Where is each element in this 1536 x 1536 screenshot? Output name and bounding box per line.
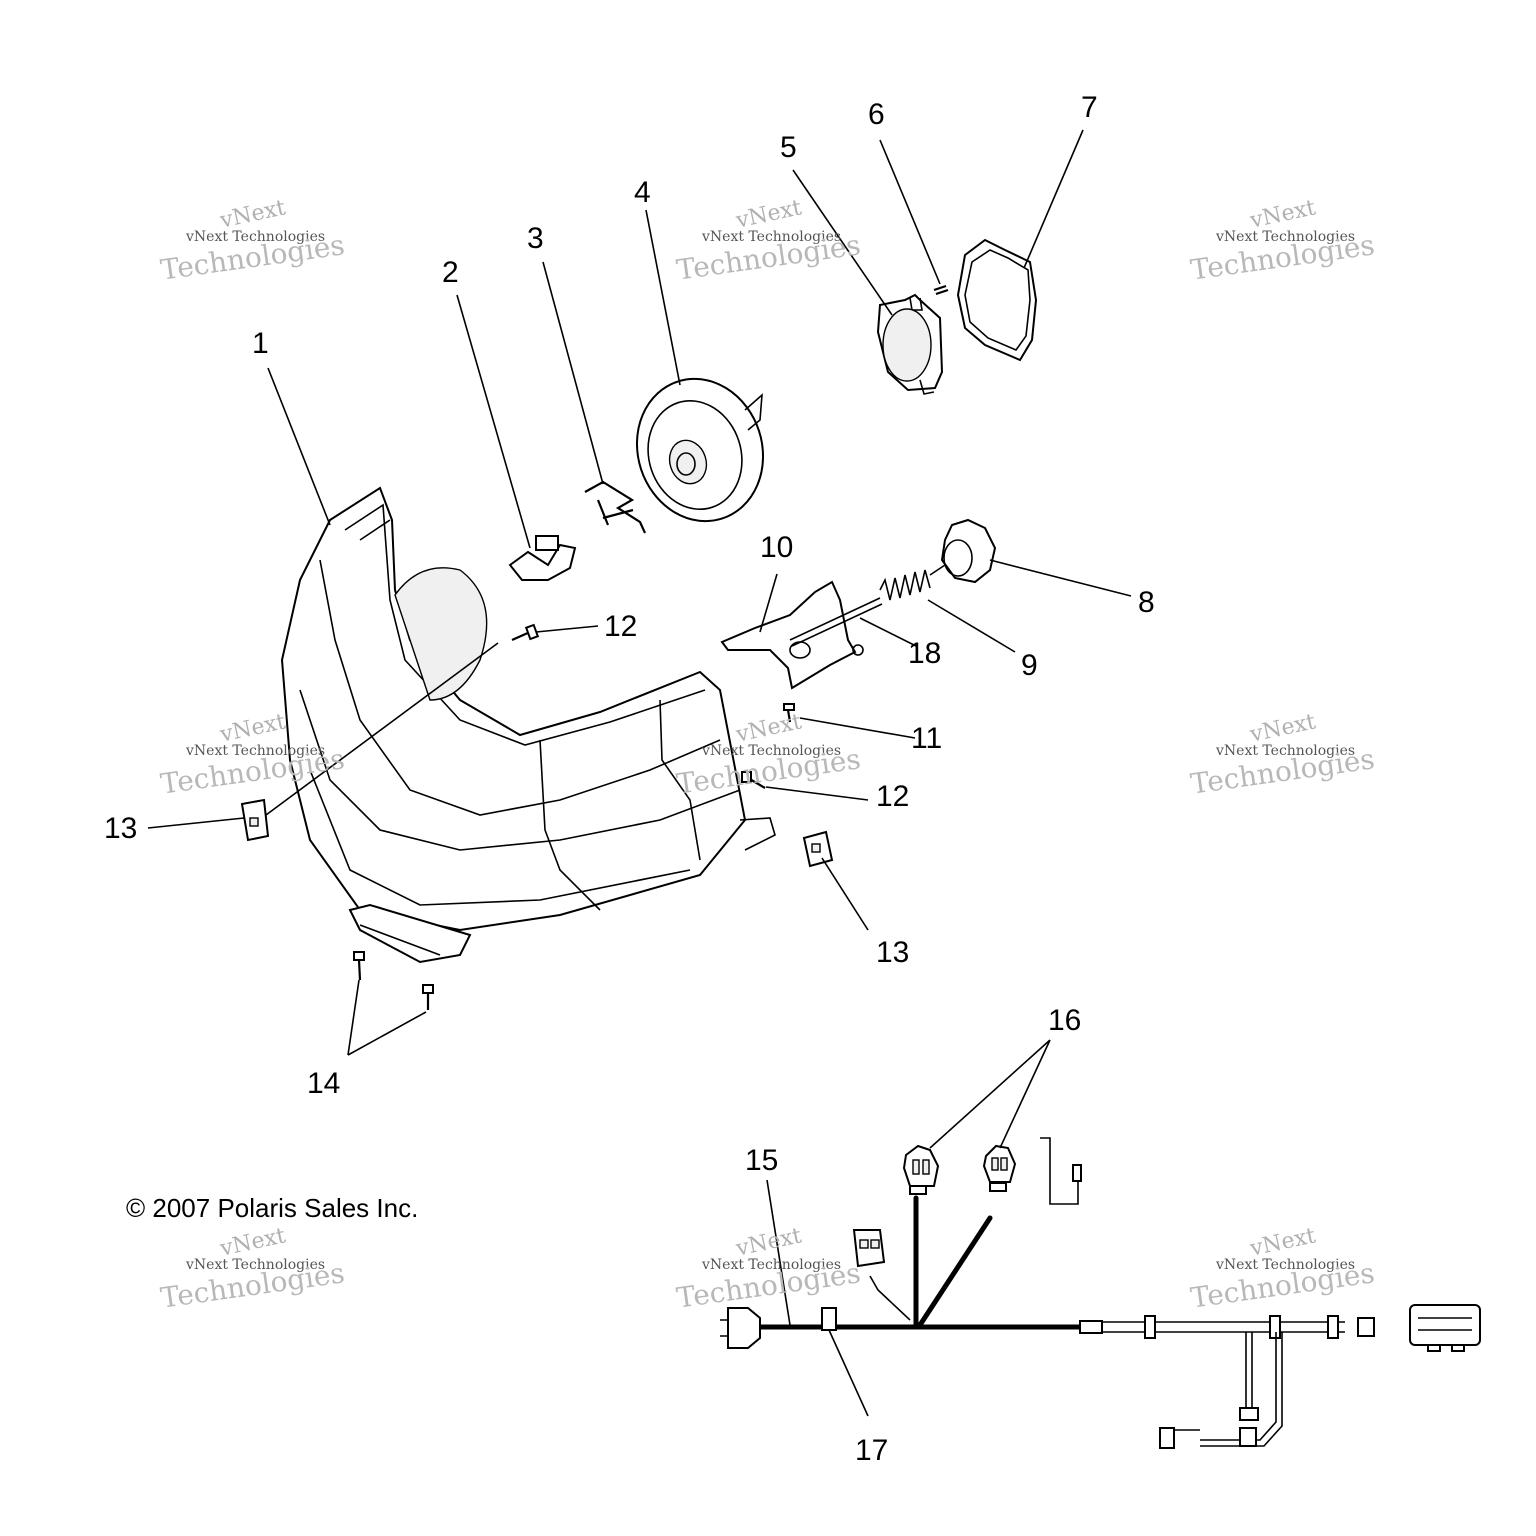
- screw-12-upper: [511, 623, 540, 642]
- parking-light: [876, 293, 944, 395]
- callout-13-left: 13: [104, 812, 137, 845]
- callout-18: 18: [908, 637, 941, 670]
- callout-16: 16: [1048, 1004, 1081, 1037]
- screw-11: [783, 703, 795, 723]
- gasket: [956, 238, 1038, 362]
- callout-11: 11: [911, 722, 942, 755]
- callout-7: 7: [1081, 91, 1098, 124]
- callout-12-lower: 12: [876, 780, 909, 813]
- callout-10: 10: [760, 531, 793, 564]
- callout-17: 17: [855, 1434, 888, 1467]
- adjuster-bracket: [720, 580, 883, 690]
- reflector: [635, 377, 765, 523]
- callout-8: 8: [1138, 586, 1155, 619]
- callout-3: 3: [527, 222, 544, 255]
- callout-12-upper: 12: [604, 610, 637, 643]
- pin: [933, 284, 949, 296]
- callout-15: 15: [745, 1144, 778, 1177]
- callout-labels: 1 2 3 4 5 6 7 8 9 10 11 12 12 13 13 14 1…: [104, 91, 1155, 1467]
- retaining-clip: [584, 480, 647, 534]
- copyright-notice: © 2007 Polaris Sales Inc.: [126, 1193, 419, 1223]
- clip-nut-13-right: [802, 830, 834, 868]
- headlight-bulb: [508, 535, 577, 581]
- callout-6: 6: [868, 98, 885, 131]
- callout-1: 1: [252, 327, 269, 360]
- screw-12-lower: [741, 771, 766, 789]
- callout-9: 9: [1021, 649, 1038, 682]
- adjuster-spring: [879, 564, 946, 601]
- screws-14: [353, 951, 434, 1010]
- callout-4: 4: [634, 176, 651, 209]
- adjuster-knob: [940, 518, 997, 584]
- clip-nut-13-left: [240, 798, 270, 842]
- wiring-harness: [720, 1137, 1481, 1449]
- leader-lines: [147, 129, 1132, 1417]
- callout-13-right: 13: [876, 936, 909, 969]
- callout-2: 2: [442, 256, 459, 289]
- callout-14: 14: [307, 1067, 340, 1100]
- callout-5: 5: [780, 131, 797, 164]
- headlight-housing: [280, 486, 776, 964]
